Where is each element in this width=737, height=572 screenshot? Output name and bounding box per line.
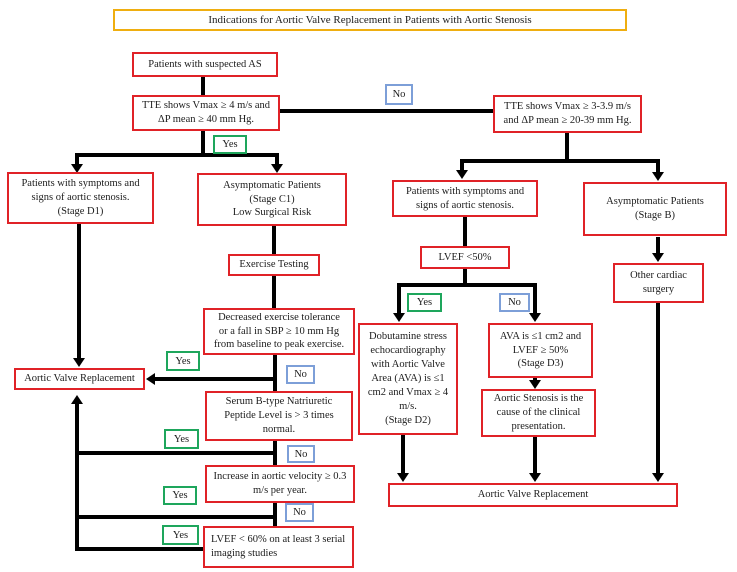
label-yes-lvef50: Yes bbox=[407, 293, 442, 312]
node-stage-b: Asymptomatic Patients (Stage B) bbox=[583, 182, 727, 236]
arrowhead-down bbox=[71, 164, 83, 173]
label-no-tte: No bbox=[385, 84, 413, 105]
node-lvef-under-50: LVEF <50% bbox=[420, 246, 510, 269]
connector-line bbox=[463, 269, 467, 285]
connector-line bbox=[75, 547, 204, 551]
connector-line bbox=[75, 451, 275, 455]
node-tte-high-gradient: TTE shows Vmax ≥ 4 m/s and ΔP mean ≥ 40 … bbox=[132, 95, 280, 131]
arrowhead-down bbox=[529, 473, 541, 482]
node-aortic-valve-replacement-wide: Aortic Valve Replacement bbox=[388, 483, 678, 507]
connector-line bbox=[75, 153, 79, 165]
connector-line bbox=[201, 77, 205, 95]
diagram-title: Indications for Aortic Valve Replacement… bbox=[113, 9, 627, 31]
arrowhead-down bbox=[529, 313, 541, 322]
arrowhead-left bbox=[146, 373, 155, 385]
label-no-serum: No bbox=[287, 445, 315, 463]
connector-line bbox=[273, 503, 277, 526]
arrowhead-down bbox=[652, 253, 664, 262]
label-yes-exercise: Yes bbox=[166, 351, 200, 371]
arrowhead-down bbox=[456, 170, 468, 179]
connector-line bbox=[656, 303, 660, 474]
connector-line bbox=[656, 237, 660, 254]
node-tte-mid-gradient: TTE shows Vmax ≥ 3-3.9 m/s and ΔP mean ≥… bbox=[493, 95, 642, 133]
node-stage-d3: AVA is ≤1 cm2 and LVEF ≥ 50% (Stage D3) bbox=[488, 323, 593, 378]
connector-line bbox=[77, 224, 81, 359]
label-yes-tte: Yes bbox=[213, 135, 247, 154]
connector-line bbox=[533, 283, 537, 313]
node-lvef-under-60: LVEF < 60% on at least 3 serial imaging … bbox=[203, 526, 354, 568]
arrowhead-down bbox=[652, 172, 664, 181]
label-no-velocity: No bbox=[285, 503, 314, 522]
connector-line bbox=[397, 283, 401, 313]
connector-line bbox=[463, 217, 467, 246]
node-suspected-as: Patients with suspected AS bbox=[132, 52, 278, 77]
connector-line bbox=[201, 131, 205, 156]
connector-line bbox=[272, 226, 276, 254]
node-decreased-exercise-tolerance: Decreased exercise tolerance or a fall i… bbox=[203, 308, 355, 355]
label-no-exercise: No bbox=[286, 365, 315, 384]
connector-line bbox=[275, 153, 279, 165]
connector-line bbox=[75, 153, 279, 157]
connector-line bbox=[155, 377, 275, 381]
arrowhead-up bbox=[71, 395, 83, 404]
node-serum-bnp: Serum B-type Natriuretic Peptide Level i… bbox=[205, 391, 353, 441]
connector-line bbox=[397, 283, 537, 287]
connector-line bbox=[272, 276, 276, 308]
connector-line bbox=[273, 441, 277, 465]
node-aortic-valve-replacement-left: Aortic Valve Replacement bbox=[14, 368, 145, 390]
connector-line bbox=[273, 355, 277, 391]
connector-line bbox=[75, 404, 79, 551]
arrowhead-down bbox=[271, 164, 283, 173]
connector-line bbox=[656, 159, 660, 172]
label-no-lvef50: No bbox=[499, 293, 530, 312]
arrowhead-down bbox=[397, 473, 409, 482]
node-velocity-increase: Increase in aortic velocity ≥ 0.3 m/s pe… bbox=[205, 465, 355, 503]
connector-line bbox=[280, 109, 493, 113]
node-stage-d1: Patients with symptoms and signs of aort… bbox=[7, 172, 154, 224]
arrowhead-down bbox=[393, 313, 405, 322]
label-yes-serum: Yes bbox=[164, 429, 199, 449]
label-yes-lvef60: Yes bbox=[162, 525, 199, 545]
connector-line bbox=[401, 435, 405, 474]
node-stage-c1: Asymptomatic Patients (Stage C1) Low Sur… bbox=[197, 173, 347, 226]
connector-line bbox=[565, 133, 569, 162]
connector-line bbox=[533, 437, 537, 474]
node-symptomatic-right: Patients with symptoms and signs of aort… bbox=[392, 180, 538, 217]
label-yes-velocity: Yes bbox=[163, 486, 197, 505]
node-as-is-cause: Aortic Stenosis is the cause of the clin… bbox=[481, 389, 596, 437]
node-dobutamine-stage-d2: Dobutamine stress echocardiography with … bbox=[358, 323, 458, 435]
arrowhead-down bbox=[652, 473, 664, 482]
connector-line bbox=[460, 159, 464, 171]
connector-line bbox=[75, 515, 275, 519]
connector-line bbox=[460, 159, 660, 163]
arrowhead-down bbox=[529, 380, 541, 389]
node-exercise-testing: Exercise Testing bbox=[228, 254, 320, 276]
node-other-cardiac-surgery: Other cardiac surgery bbox=[613, 263, 704, 303]
arrowhead-down bbox=[73, 358, 85, 367]
